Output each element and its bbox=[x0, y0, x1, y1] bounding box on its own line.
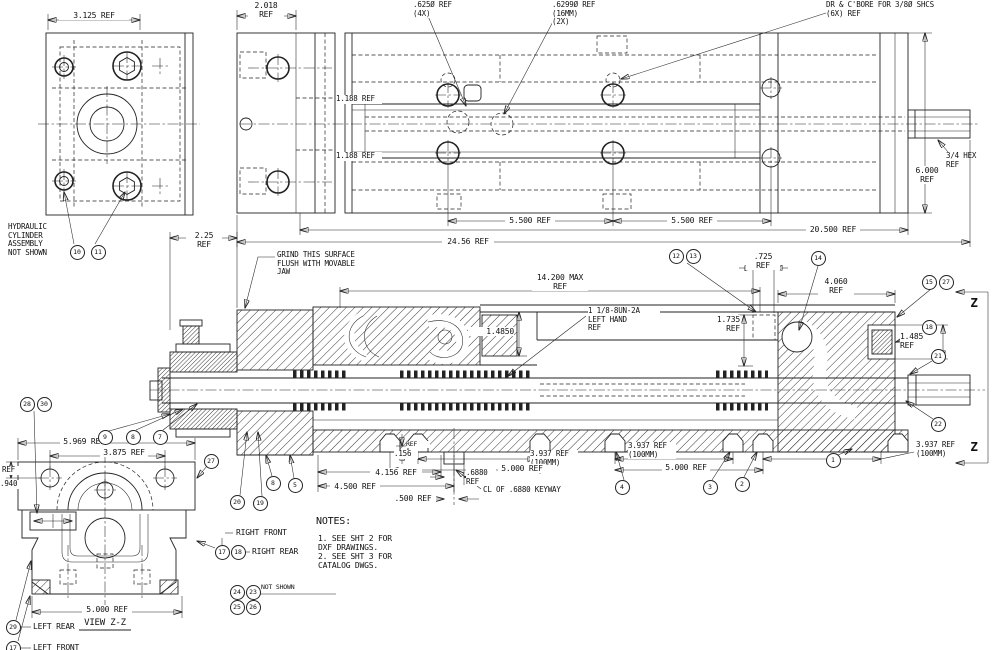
zz-dim-height-ref: REF bbox=[2, 465, 24, 475]
balloon-b14: 14 bbox=[810, 250, 826, 266]
balloon-b27b: 27 bbox=[938, 274, 954, 290]
dim-4156: 4.156 REF bbox=[370, 468, 422, 478]
dim-key-depth-ref: REF bbox=[406, 440, 430, 449]
notes-title: NOTES: bbox=[316, 516, 351, 527]
balloon-b22: 22 bbox=[930, 416, 946, 432]
label-not-shown: NOT SHOWN bbox=[261, 583, 295, 591]
z-mark-bottom: Z bbox=[970, 439, 978, 454]
note-hydraulic-cylinder: HYDRAULIC CYLINDER ASSEMBLY NOT SHOWN bbox=[8, 222, 47, 257]
dim-rail-bottom: 1.188 REF bbox=[336, 151, 382, 161]
balloon-b1: 1 bbox=[825, 452, 841, 468]
dim-cap-length: 4.060 REF bbox=[818, 277, 854, 296]
callout-dowels: .6299Ø REF (16MM) (2X) bbox=[552, 0, 610, 27]
plan-view-linework bbox=[237, 12, 978, 247]
label-left-front: LEFT FRONT bbox=[33, 643, 80, 650]
dim-height: 6.000 REF bbox=[910, 166, 944, 185]
balloon-b7: 7 bbox=[152, 429, 168, 445]
end-plate-view-linework bbox=[38, 14, 200, 245]
balloon-b11: 11 bbox=[90, 244, 106, 260]
balloon-b21: 21 bbox=[930, 348, 946, 364]
balloon-b5: 5 bbox=[287, 477, 303, 493]
label-right-rear: RIGHT REAR bbox=[252, 547, 299, 556]
balloon-b25: 25 bbox=[229, 599, 245, 615]
note-thread-spec: 1 1/8-8UN-2A LEFT HAND REF bbox=[588, 306, 660, 333]
balloon-b8b: 8 bbox=[265, 475, 281, 491]
zz-dim-base: 5.000 REF bbox=[82, 605, 132, 615]
section-cut-marks bbox=[956, 292, 989, 463]
dim-overall-length: 24.56 REF bbox=[442, 237, 494, 247]
dim-span-right: 5.000 REF bbox=[662, 463, 710, 473]
balloon-b10: 10 bbox=[69, 244, 85, 260]
dim-rail-top: 1.188 REF bbox=[336, 94, 382, 104]
balloon-b3: 3 bbox=[702, 479, 718, 495]
dim-4500: 4.500 REF bbox=[330, 482, 380, 492]
dim-max-opening: 14.200 MAX REF bbox=[532, 273, 588, 292]
dim-screws-left: 3.937 REF (100MM) bbox=[530, 449, 578, 468]
dim-key-depth: .156 bbox=[394, 449, 418, 459]
balloon-b28: 28 bbox=[19, 396, 35, 412]
balloon-b30: 30 bbox=[36, 396, 52, 412]
dim-500: .500 REF bbox=[390, 494, 436, 504]
dim-end-width: 2.018 REF bbox=[248, 1, 284, 20]
z-mark-top: Z bbox=[970, 295, 978, 310]
dim-screws-right: 3.937 REF (100MM) bbox=[916, 440, 964, 459]
balloon-b20: 20 bbox=[229, 494, 245, 510]
balloon-b8a: 8 bbox=[125, 429, 141, 445]
zz-dim-height: .940 bbox=[0, 479, 24, 489]
dim-nut-height: 1.4850 bbox=[468, 327, 514, 337]
dim-span-left: 5.000 REF bbox=[498, 464, 546, 474]
balloon-b18b: 18 bbox=[230, 544, 246, 560]
dim-insert-step: .725 REF bbox=[746, 252, 780, 271]
callout-pins: .625Ø REF (4X) bbox=[413, 0, 471, 19]
balloon-b23: 23 bbox=[245, 584, 261, 600]
dim-bolt-span-left: 5.500 REF bbox=[505, 216, 555, 226]
balloon-b17b: 17 bbox=[214, 544, 230, 560]
callout-hex: 3/4 HEX REF bbox=[946, 151, 977, 169]
dim-cap-bore: 1.485 REF bbox=[900, 332, 934, 351]
dim-plate-width: 3.125 REF bbox=[59, 11, 129, 21]
note-grind: GRIND THIS SURFACE FLUSH WITH MOVABLE JA… bbox=[277, 250, 369, 277]
balloon-b15: 15 bbox=[921, 274, 937, 290]
balloon-b19: 19 bbox=[252, 495, 268, 511]
side-end-view-linework bbox=[237, 10, 336, 214]
note-keyway-cl: CL OF .6880 KEYWAY bbox=[483, 485, 561, 494]
zz-view-title: VIEW Z-Z bbox=[84, 618, 126, 628]
notes-body: 1. SEE SHT 2 FOR DXF DRAWINGS. 2. SEE SH… bbox=[318, 534, 392, 571]
balloon-b2: 2 bbox=[734, 476, 750, 492]
zz-dim-bolt-span: 3.875 REF bbox=[100, 448, 148, 458]
balloon-b12: 12 bbox=[668, 248, 684, 264]
balloon-b18a: 18 bbox=[921, 319, 937, 335]
dim-body-length: 20.500 REF bbox=[806, 225, 860, 235]
zz-dim-width: 5.969 REF bbox=[60, 437, 108, 447]
balloon-b17c: 17 bbox=[5, 640, 21, 650]
dim-key-width: .6880 REF bbox=[466, 468, 496, 487]
label-right-front: RIGHT FRONT bbox=[236, 528, 287, 537]
balloon-b27a: 27 bbox=[203, 453, 219, 469]
label-left-rear: LEFT REAR bbox=[33, 622, 75, 631]
dim-screws-mid: 3.937 REF (100MM) bbox=[628, 441, 676, 460]
section-view-linework bbox=[108, 232, 985, 505]
dim-jaw-width: 2.25 REF bbox=[186, 231, 222, 250]
balloon-b29: 29 bbox=[5, 619, 21, 635]
balloon-b9: 9 bbox=[97, 429, 113, 445]
balloon-b4: 4 bbox=[614, 479, 630, 495]
balloon-b26: 26 bbox=[245, 599, 261, 615]
balloon-b13: 13 bbox=[685, 248, 701, 264]
dim-insert-height: 1.735 REF bbox=[700, 315, 740, 334]
callout-shcs: DR & C'BORE FOR 3/8Ø SHCS (6X) REF bbox=[826, 0, 934, 18]
dim-bolt-span-right: 5.500 REF bbox=[667, 216, 717, 226]
balloon-b24: 24 bbox=[229, 584, 245, 600]
